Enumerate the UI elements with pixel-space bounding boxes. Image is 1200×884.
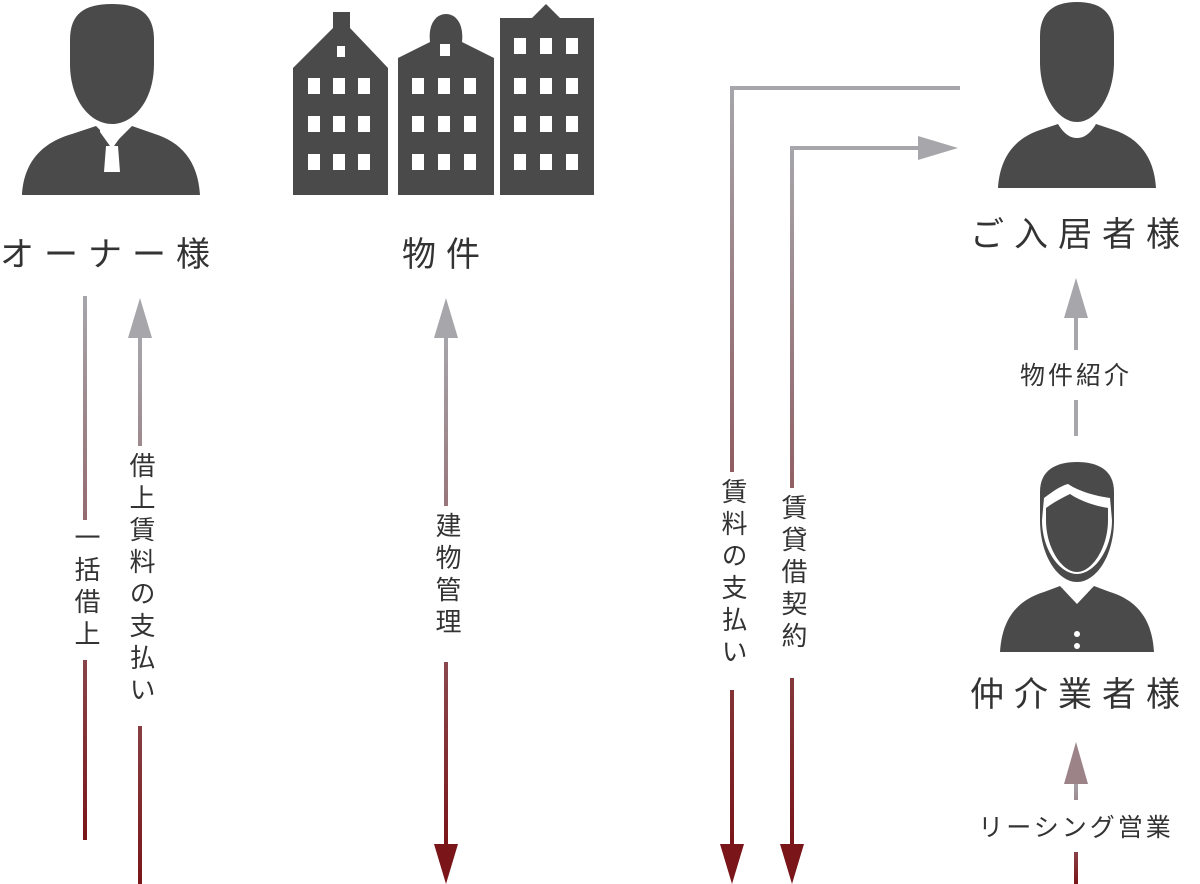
building-management-label: 建物管理 — [431, 512, 461, 640]
agent-label: 仲介業者様 — [970, 675, 1190, 715]
owner-label: オーナー様 — [0, 235, 220, 275]
buildings-icon — [293, 4, 594, 195]
bulk-lease-label: 一括借上 — [70, 524, 100, 652]
leasing-sales-label: リーシング営業 — [978, 813, 1174, 842]
lease-payment-label: 借上賃料の支払い — [125, 452, 155, 708]
businessman-icon — [22, 4, 200, 195]
rent-payment-label: 賃料の支払い — [717, 478, 747, 670]
person-silhouette-icon — [998, 2, 1156, 188]
businessman-face-icon — [1000, 462, 1154, 652]
resident-label: ご入居者様 — [970, 215, 1190, 255]
rent-payment-arrow — [720, 86, 960, 884]
rental-contract-label: 賃貸借契約 — [777, 494, 807, 654]
property-introduction-label: 物件紹介 — [1020, 361, 1132, 390]
property-label: 物件 — [402, 235, 490, 275]
